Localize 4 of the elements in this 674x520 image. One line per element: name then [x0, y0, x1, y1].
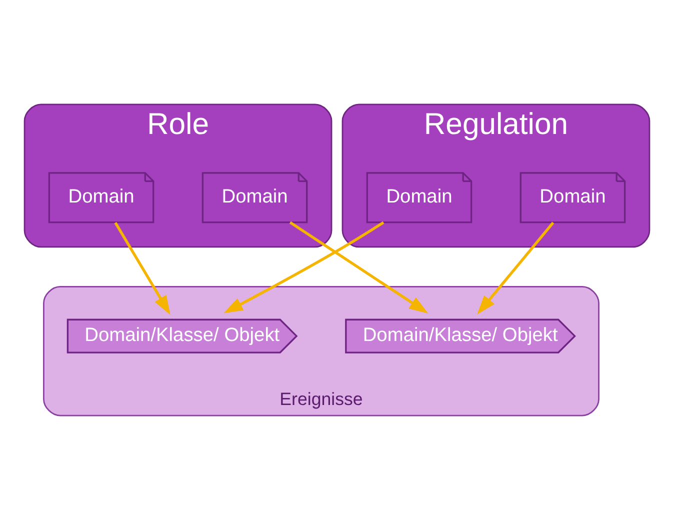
arrow — [224, 221, 384, 314]
arrow — [289, 221, 428, 314]
arrow — [477, 222, 554, 315]
arrow — [114, 222, 170, 315]
